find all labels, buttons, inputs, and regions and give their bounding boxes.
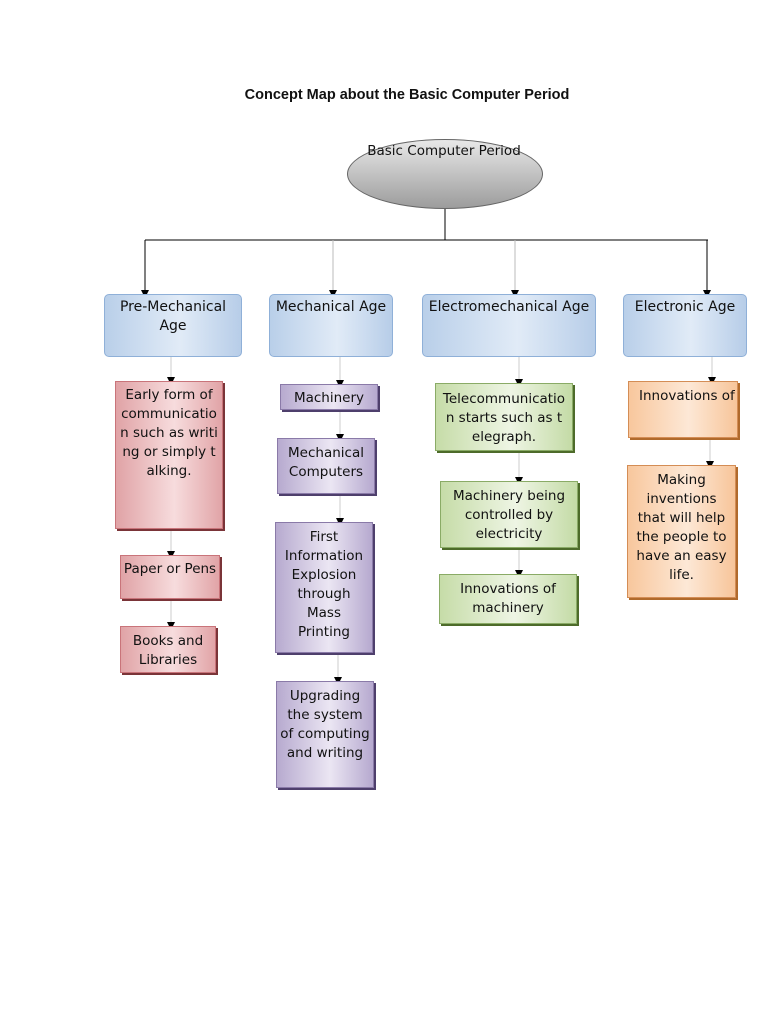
electronic-item-2: Making inventions that will help the peo… [627, 465, 736, 598]
page-title: Concept Map about the Basic Computer Per… [244, 87, 570, 103]
mechanical-item-1: Machinery [280, 384, 378, 410]
mechanical-item-3: First Information Explosion through Mass… [275, 522, 373, 653]
electromechanical-age-node: Electromechanical Age [422, 294, 596, 357]
pre-mechanical-item-1: Early form of communication such as writ… [115, 381, 223, 529]
electronic-item-1: Innovations of [628, 381, 738, 438]
root-label: Basic Computer Period [367, 143, 521, 159]
pre-mechanical-age-node: Pre-Mechanical Age [104, 294, 242, 357]
pre-mechanical-item-2: Paper or Pens [120, 555, 220, 599]
mechanical-item-4: Upgrading the system of computing and wr… [276, 681, 374, 788]
electromechanical-item-2: Machinery being controlled by electricit… [440, 481, 578, 548]
pre-mechanical-item-3: Books and Libraries [120, 626, 216, 673]
root-node [347, 139, 543, 209]
electromechanical-item-3: Innovations of machinery [439, 574, 577, 624]
electronic-age-node: Electronic Age [623, 294, 747, 357]
mechanical-item-2: Mechanical Computers [277, 438, 375, 494]
electromechanical-item-1: Telecommunication starts such as telegra… [435, 383, 573, 451]
mechanical-age-node: Mechanical Age [269, 294, 393, 357]
